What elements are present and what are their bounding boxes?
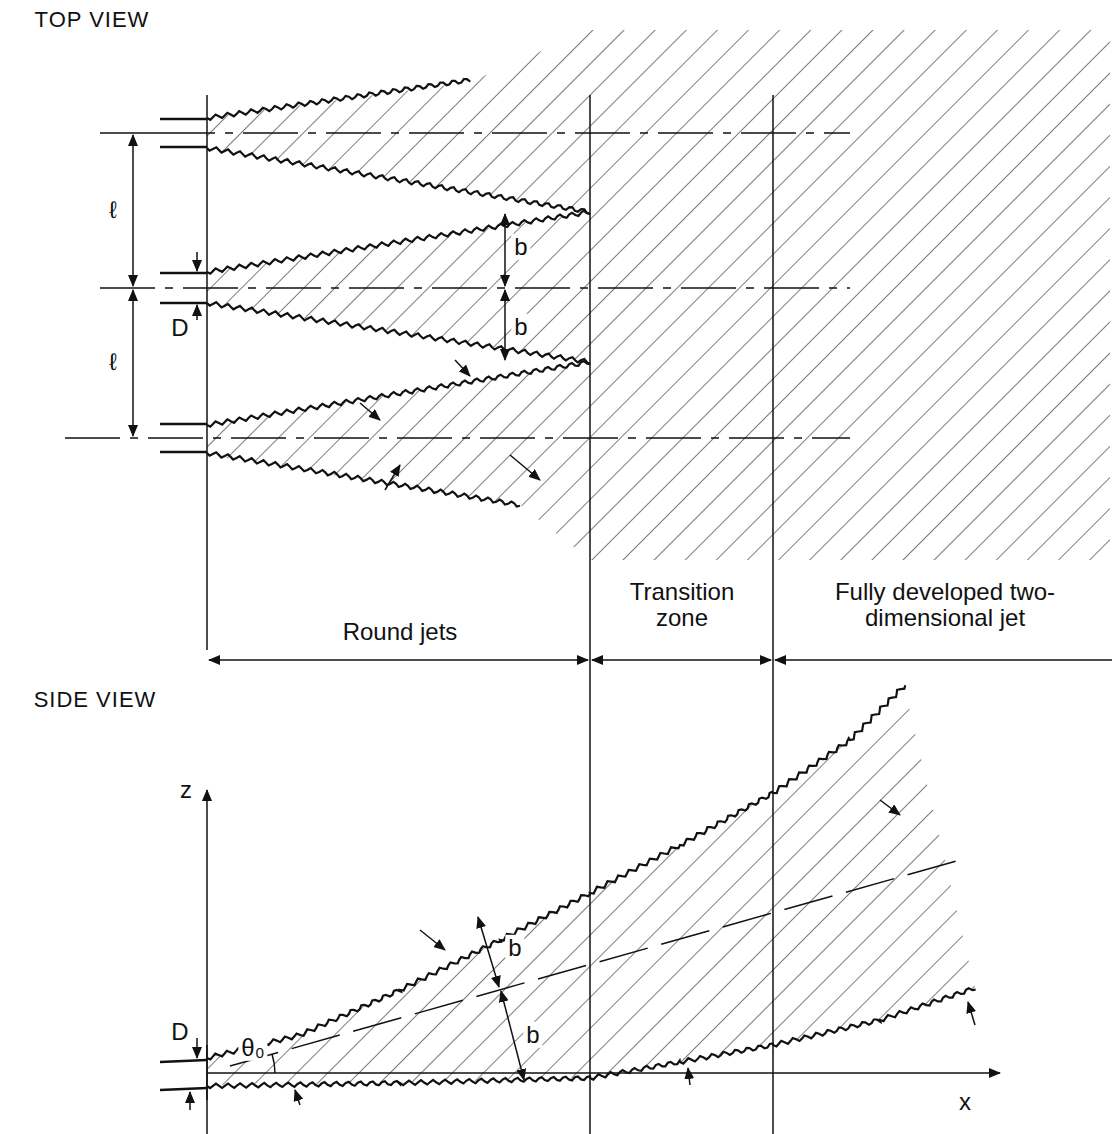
extension-line [100,132,160,134]
zone-label: Fully developed two-dimensional jet [797,579,1093,632]
dimension-arrow [501,991,524,1080]
section-line [206,95,208,650]
dimension-arrow [196,305,198,320]
nozzle [160,272,207,275]
boundary-pointer [968,1002,975,1025]
boundary-pointer [880,800,900,815]
view-heading: TOP VIEW [32,8,153,32]
dimension-arrow [196,1038,198,1058]
jet-boundary [207,361,590,427]
spacing-label: ℓ [106,197,120,223]
boundary-pointer [420,930,445,950]
jet-boundary [207,79,470,120]
axis-label: z [177,777,195,803]
dimension-arrow [132,135,134,286]
dimension-arrow [504,214,506,286]
dimension-arrow [196,252,198,271]
boundary-pointer [688,1068,690,1085]
zone-arrow [592,659,771,661]
half-width-label: b [511,314,530,340]
z-axis [206,790,208,1100]
view-heading: SIDE VIEW [31,688,160,712]
boundary-pointer [510,455,540,480]
axis-label: x [956,1089,974,1115]
diameter-label: D [168,315,191,341]
nozzle [160,146,207,149]
nozzle [160,423,207,426]
jet-boundary [207,211,590,274]
zone-arrow [209,659,588,661]
nozzle [160,302,207,305]
half-width-label: b [511,234,530,260]
spacing-label: ℓ [106,349,120,375]
jet-axis [160,132,850,134]
nozzle [160,451,207,454]
section-line [589,95,591,1134]
jet-boundary [207,988,976,1088]
dimension-arrow [132,290,134,436]
jet-boundary [207,452,520,506]
x-axis [207,1072,1000,1074]
section-line [772,95,774,1134]
jet-boundary [207,685,905,1059]
angle-arc [272,1054,275,1073]
jet-axis [65,437,850,439]
half-width-label: b [523,1022,542,1048]
zone-label: Transition zone [609,579,755,632]
jet-axis [100,287,850,289]
diameter-label: D [168,1019,191,1045]
angle-label: θ₀ [238,1035,267,1061]
dimension-arrow [478,917,499,987]
zone-arrow [775,659,1112,661]
half-width-label: b [505,935,524,961]
boundary-pointer [360,403,380,420]
nozzle [160,118,207,121]
hatched-region [207,30,1110,560]
jet-boundary [207,302,590,364]
jet-boundary [207,147,590,213]
boundary-pointer [455,360,470,376]
nozzle [160,1060,207,1062]
zone-label: Round jets [340,619,461,645]
boundary-pointer [295,1090,300,1105]
nozzle [160,1088,207,1090]
dimension-arrow [189,1092,191,1110]
